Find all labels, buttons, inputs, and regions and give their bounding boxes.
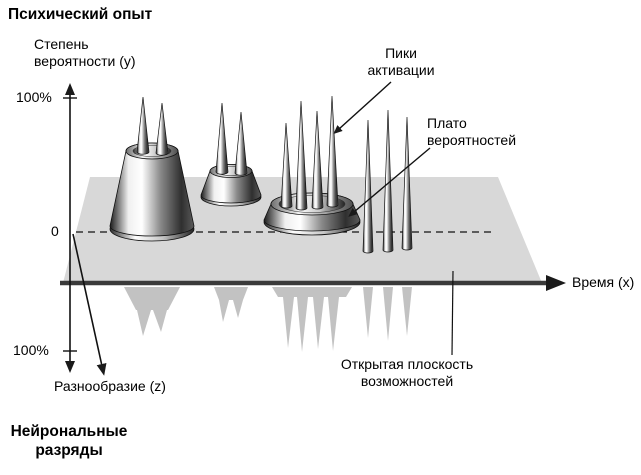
plateau-annotation-line1: Плато [427, 115, 467, 131]
y-axis-probability [63, 83, 77, 373]
plateau-annotation-line2: вероятностей [427, 132, 517, 148]
y-axis-label-line2: вероятности (y) [34, 53, 136, 69]
y-axis-label-line1: Степень [34, 36, 89, 52]
y-axis-zero-value: 0 [51, 223, 59, 239]
peaks-annotation-line1: Пики [385, 45, 417, 61]
plane-pointer-line [451, 270, 454, 356]
y-axis-bottom-value: 100% [13, 342, 49, 358]
neuronal-discharge-reflections [124, 287, 412, 352]
plateau-pointer-line [348, 147, 431, 217]
peak-group-2 [200, 102, 262, 207]
neuronal-discharges-line1: Нейрональные [10, 423, 128, 440]
peaks-pointer-line [333, 81, 392, 135]
page-title: Психический опыт [8, 6, 153, 23]
y-axis-top-value: 100% [16, 89, 52, 105]
plateau-annotation: Плато вероятностей [427, 115, 516, 149]
free-spike-group [362, 109, 413, 254]
peak-group-1 [109, 96, 195, 242]
neuronal-discharges-label: Нейрональные разряды [6, 422, 132, 460]
x-axis-label: Время (x) [572, 274, 635, 290]
plateau-group [263, 95, 361, 236]
peaks-annotation: Пики активации [346, 45, 456, 79]
plane-annotation-line1: Открытая плоскость [340, 356, 474, 372]
plane-annotation-line2: возможностей [360, 373, 454, 389]
neuronal-discharges-line2: разряды [35, 442, 103, 459]
plane-annotation: Открытая плоскость возможностей [323, 356, 491, 390]
z-axis-label: Разнообразие (z) [54, 378, 166, 394]
y-axis-label: Степень вероятности (y) [34, 36, 136, 70]
peaks-annotation-line2: активации [367, 62, 435, 78]
z-axis-diversity [72, 233, 107, 376]
